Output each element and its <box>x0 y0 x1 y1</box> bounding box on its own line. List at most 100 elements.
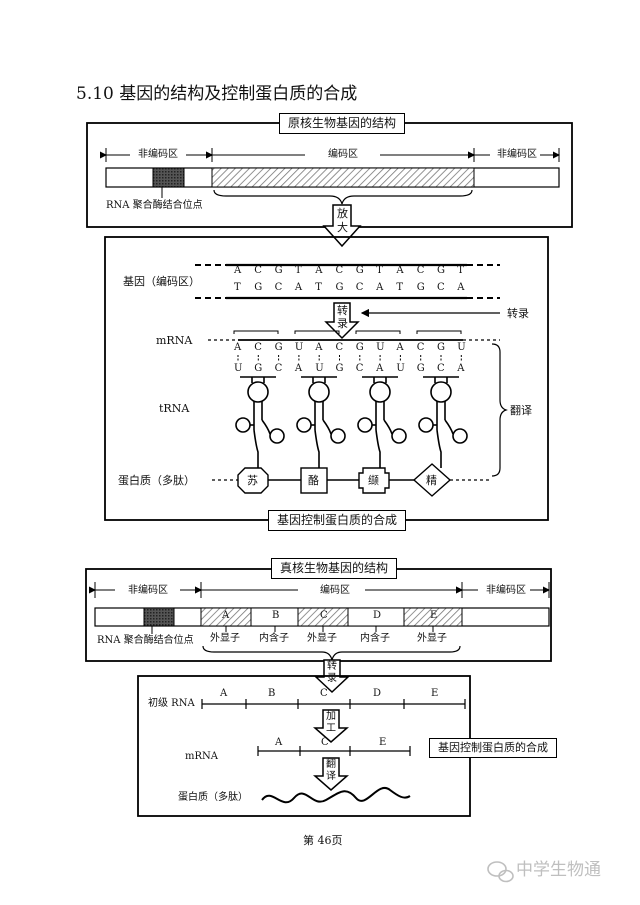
euk-noncoding-right: 非编码区 <box>486 585 526 596</box>
brand-watermark: 中学生物通 <box>516 860 601 880</box>
anticodon-base-7: C <box>355 363 364 374</box>
mrna-base-2: C <box>254 342 262 353</box>
prok-noncoding-left: 非编码区 <box>138 149 178 160</box>
exon-label-2: 外显子 <box>307 633 337 644</box>
codon-brackets <box>233 330 462 334</box>
transcribe-char-1: 转 <box>337 304 348 317</box>
dna-bottom-base-12: A <box>457 282 465 293</box>
anticodon-base-2: G <box>254 363 263 374</box>
dna-top-base-9: A <box>396 265 404 276</box>
amplify-char-1: 放 <box>337 207 348 220</box>
amino-acid-shape-2 <box>300 467 328 494</box>
anticodon-base-9: U <box>396 363 405 374</box>
dna-top-base-1: A <box>234 265 242 276</box>
translate-char-2: 译 <box>326 771 336 782</box>
trna-group <box>235 376 468 468</box>
dna-top-base-3: G <box>274 265 283 276</box>
transcription-label: 转录 <box>507 307 529 320</box>
eukaryote-gene-bar <box>94 607 550 627</box>
primary-seg-a: A <box>220 688 228 699</box>
codon-bracket-3 <box>355 330 401 334</box>
gene-label: 基因（编码区） <box>123 275 200 288</box>
intron-label-1: 内含子 <box>259 633 289 644</box>
dna-top-base-8: T <box>376 265 383 276</box>
dna-bottom-base-1: T <box>234 282 241 293</box>
euk-protein-label: 蛋白质（多肽） <box>178 792 248 803</box>
transcribe-arrow <box>324 302 360 340</box>
anticodon-base-3: C <box>274 363 283 374</box>
page-title: 5.10 基因的结构及控制蛋白质的合成 <box>76 84 358 104</box>
trna-molecule-3 <box>357 376 407 468</box>
trna-label: tRNA <box>159 402 190 415</box>
amino-acid-2: 酪 <box>308 474 319 487</box>
prokaryote-gene-bar <box>105 167 560 188</box>
anticodon-base-5: U <box>315 363 324 374</box>
dna-top-base-2: C <box>254 265 262 276</box>
dna-bottom-base-11: C <box>437 282 445 293</box>
amino-acid-4: 精 <box>426 474 437 487</box>
amino-acid-shape-3 <box>358 467 390 494</box>
mrna-base-6: C <box>335 342 344 353</box>
codon-bracket-1 <box>233 330 279 334</box>
mrna-base-1: A <box>234 342 242 353</box>
eukaryote-region-markers <box>89 582 550 598</box>
dna-bottom-base-2: G <box>254 282 263 293</box>
mrna-base-9: A <box>396 342 404 353</box>
trna-molecule-1 <box>235 376 285 468</box>
amino-acid-shape-4 <box>412 463 452 497</box>
primary-seg-c: C <box>320 688 328 699</box>
dna-top-base-11: G <box>437 265 445 276</box>
dna-bottom-base-10: G <box>416 282 425 293</box>
primary-seg-b: B <box>268 688 276 699</box>
mature-mrna-line <box>257 746 411 756</box>
primary-rna-line <box>201 699 466 709</box>
dna-bottom-base-8: A <box>376 282 384 293</box>
euk-noncoding-left: 非编码区 <box>128 585 168 596</box>
exon-label-1: 外显子 <box>210 633 240 644</box>
trna-molecule-2 <box>296 376 346 468</box>
dna-bottom-base-7: C <box>355 282 364 293</box>
anticodon-base-8: A <box>376 363 384 374</box>
euk-coding: 编码区 <box>320 585 350 596</box>
prok-noncoding-right: 非编码区 <box>497 149 537 160</box>
dna-strands <box>195 264 500 299</box>
segment-a: A <box>222 610 230 621</box>
page-number: 第 46页 <box>303 834 343 847</box>
anticodon-base-11: C <box>437 363 445 374</box>
dna-top-base-6: C <box>335 265 344 276</box>
prokaryote-region-markers <box>100 148 560 162</box>
codon-bracket-4 <box>416 330 462 334</box>
dna-top-base-7: G <box>355 265 364 276</box>
mrna-seg-c: C <box>321 737 329 748</box>
anticodon-base-4: A <box>294 363 303 374</box>
mrna-seg-e: E <box>379 737 387 748</box>
prok-coding: 编码区 <box>328 149 358 160</box>
mrna-label: mRNA <box>156 334 193 347</box>
codon-ticks <box>237 355 462 362</box>
dna-bottom-base-3: C <box>274 282 283 293</box>
mrna-seg-a: A <box>275 737 283 748</box>
euk-transcribe-char-1: 转 <box>327 661 337 672</box>
exon-label-3: 外显子 <box>417 633 447 644</box>
polypeptide-curve <box>261 786 411 804</box>
mrna-base-4: U <box>294 342 304 353</box>
translation-brace <box>491 343 508 477</box>
mrna-base-3: G <box>274 342 283 353</box>
eukaryote-heading: 真核生物基因的结构 <box>271 558 398 580</box>
mrna-base-7: G <box>355 342 364 353</box>
amino-acid-shapes <box>237 463 452 497</box>
mrna-base-10: C <box>416 342 425 353</box>
transcribe-char-2: 录 <box>337 317 348 330</box>
eukaryote-caption: 基因控制蛋白质的合成 <box>429 738 557 759</box>
dna-top-base-4: T <box>294 265 302 276</box>
amino-acid-shape-1 <box>237 467 269 494</box>
anticodon-base-1: U <box>234 363 243 374</box>
dna-bottom-base-4: A <box>294 282 303 293</box>
dna-top-base-10: C <box>416 265 425 276</box>
segment-c: C <box>320 610 328 621</box>
euk-transcribe-char-2: 录 <box>327 673 337 684</box>
coding-brace <box>213 189 473 205</box>
euk-mrna-label: mRNA <box>185 751 218 762</box>
process-char-1: 加 <box>326 711 336 722</box>
